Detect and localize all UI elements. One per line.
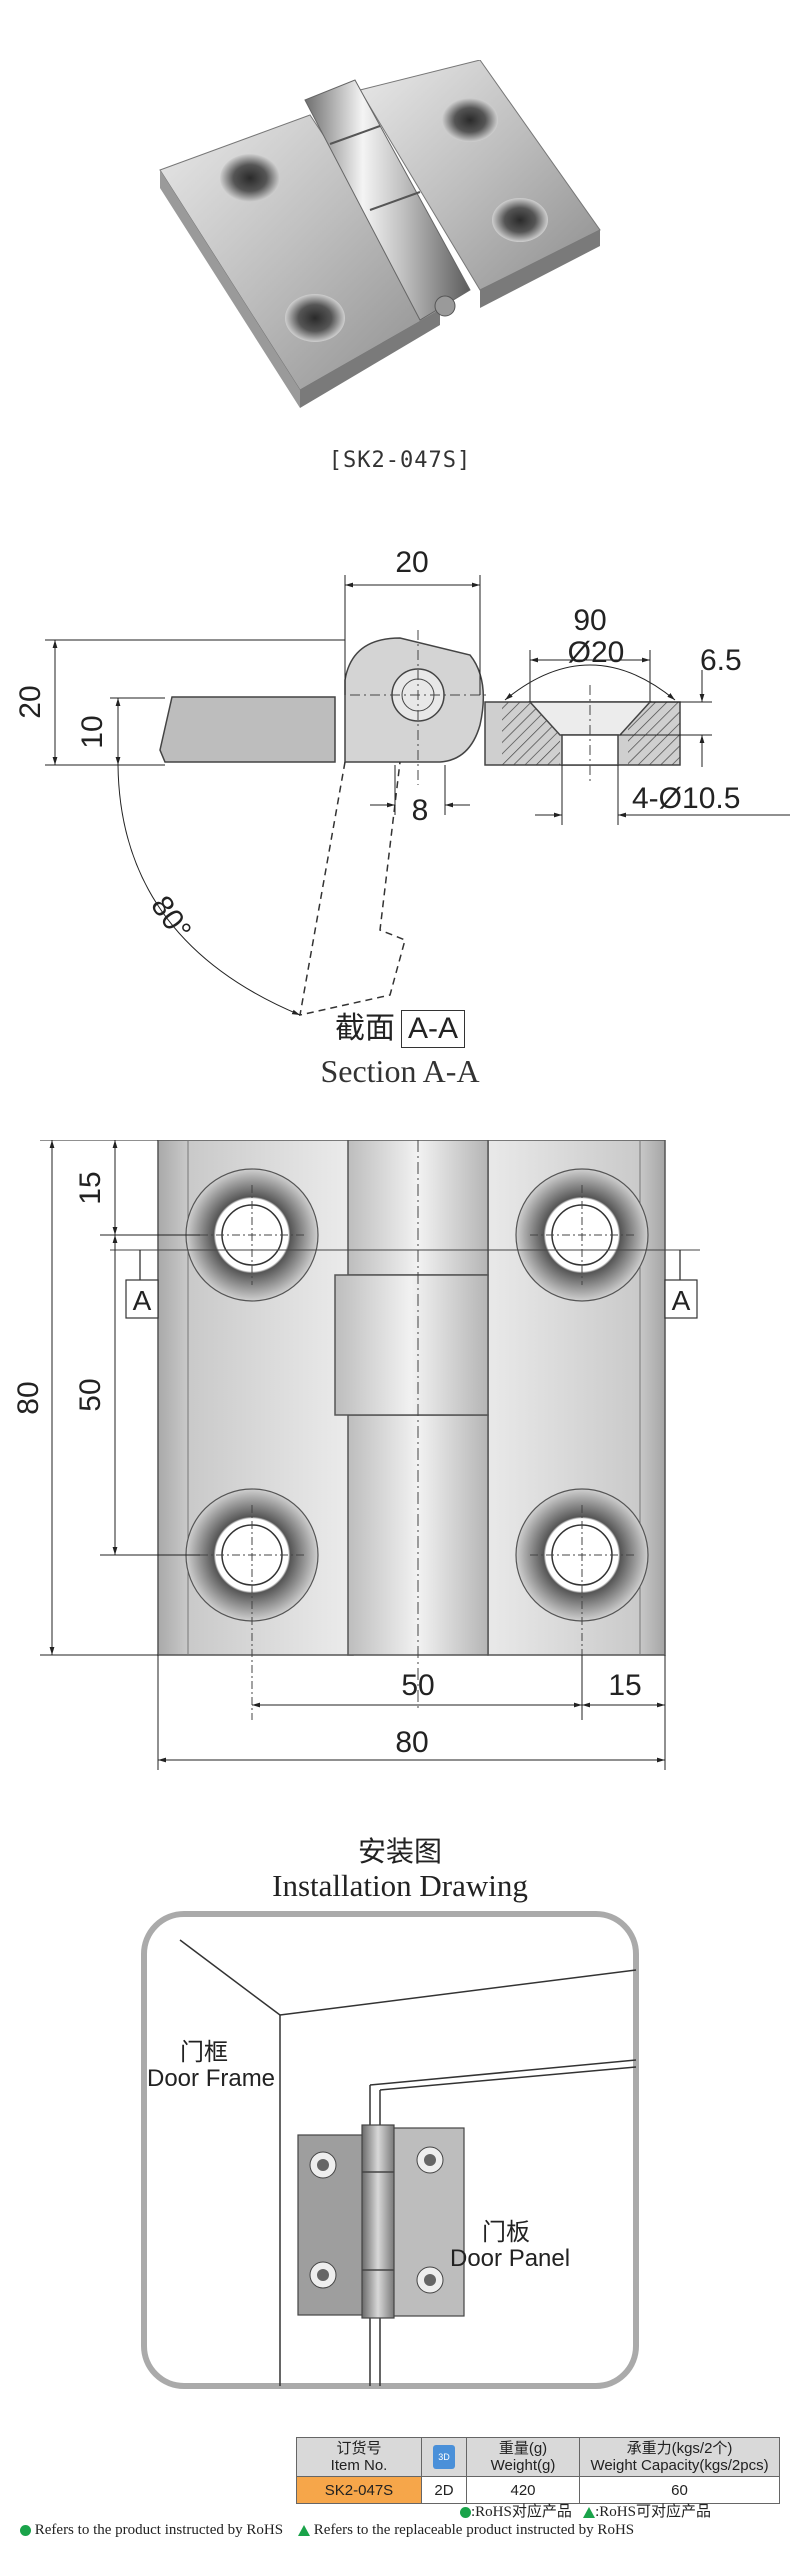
dim-angle-80: 80° bbox=[144, 890, 197, 946]
dim-right-15: 15 bbox=[608, 1669, 641, 1702]
dim-height-10: 10 bbox=[76, 715, 109, 748]
label-door-frame-cn: 门框 bbox=[180, 2039, 228, 2066]
header-3d-model: 3D bbox=[421, 2437, 467, 2477]
hinge-photo bbox=[159, 60, 601, 408]
rohs-triangle-icon bbox=[298, 2525, 311, 2537]
header-weight: 重量(g)Weight(g) bbox=[466, 2437, 580, 2477]
table-row: SK2-047S 2D 420 60 bbox=[296, 2476, 780, 2504]
section-title-en: Section A-A bbox=[320, 1053, 480, 1089]
section-title-cn: 截面 bbox=[334, 1012, 395, 1045]
dim-bottom-80: 80 bbox=[395, 1726, 428, 1759]
label-door-frame-en: Door Frame bbox=[147, 2065, 275, 2092]
dim-bottom-50: 50 bbox=[401, 1669, 434, 1702]
legend-cn: :RoHS对应产品 :RoHS可对应产品 bbox=[460, 2500, 711, 2521]
installation-drawing: 门框 Door Frame 门板 Door Panel bbox=[141, 1911, 639, 2389]
section-marker-right: A bbox=[672, 1285, 691, 1316]
install-title-en: Installation Drawing bbox=[272, 1868, 528, 1903]
dim-mid-50: 50 bbox=[74, 1378, 107, 1411]
section-marker-left: A bbox=[133, 1285, 152, 1316]
header-capacity: 承重力(kgs/2个)Weight Capacity(kgs/2pcs) bbox=[579, 2437, 780, 2477]
dim-width-20: 20 bbox=[395, 546, 428, 579]
legend-en: Refers to the product instructed by RoHS… bbox=[20, 2522, 634, 2539]
section-drawing: 20 20 10 90 Ø20 6.5 8 4-Ø10.5 80° bbox=[14, 546, 790, 1016]
dim-height-20: 20 bbox=[14, 685, 47, 718]
dim-thickness-6-5: 6.5 bbox=[700, 644, 742, 677]
dim-top-15: 15 bbox=[74, 1171, 107, 1204]
cell-item-no: SK2-047S bbox=[296, 2476, 422, 2504]
model-3d-icon[interactable]: 3D bbox=[433, 2445, 455, 2469]
product-code-caption: [SK2-047S] bbox=[328, 448, 472, 473]
rohs-dot-icon bbox=[20, 2525, 31, 2537]
label-door-panel-cn: 门板 bbox=[482, 2219, 530, 2246]
rohs-triangle-icon bbox=[583, 2507, 596, 2519]
dim-angle-90: 90 bbox=[573, 604, 606, 637]
dim-diameter-20: Ø20 bbox=[568, 636, 625, 669]
dim-pin-8: 8 bbox=[412, 794, 429, 827]
dim-holes: 4-Ø10.5 bbox=[632, 782, 740, 815]
install-title-cn: 安装图 bbox=[357, 1836, 442, 1867]
label-door-panel-en: Door Panel bbox=[450, 2245, 570, 2272]
dim-total-80: 80 bbox=[12, 1381, 45, 1414]
rohs-dot-icon bbox=[460, 2507, 471, 2519]
cell-weight: 420 bbox=[466, 2476, 580, 2504]
front-view-drawing: A A 15 50 80 50 15 80 bbox=[12, 1140, 700, 1770]
section-title-box: A-A bbox=[400, 1010, 465, 1048]
cell-capacity: 60 bbox=[579, 2476, 780, 2504]
cell-2d-link[interactable]: 2D bbox=[421, 2476, 467, 2504]
